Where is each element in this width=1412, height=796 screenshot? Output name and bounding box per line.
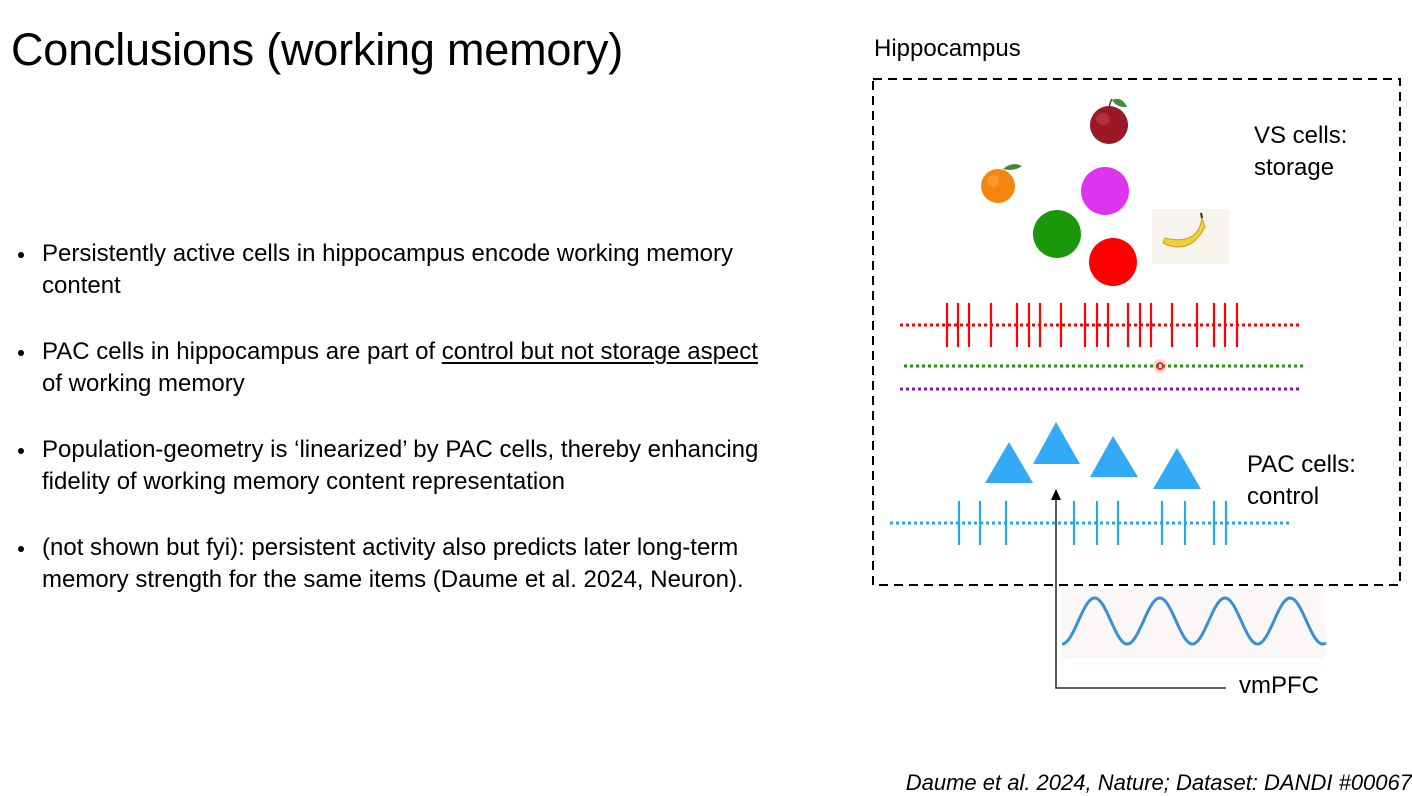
- bullet-dot: [18, 252, 24, 258]
- apple-icon: [1090, 98, 1128, 144]
- laser-pointer-icon: [1153, 359, 1167, 373]
- banana-icon: [1152, 209, 1229, 264]
- vmpfc-oscillation: [1061, 596, 1327, 646]
- bullet-dot: [18, 448, 24, 454]
- pac-cell-triangle: [985, 442, 1033, 483]
- pac-cell-triangle: [1153, 448, 1201, 489]
- oscillation-panel: [1062, 589, 1325, 659]
- pac-cell-triangle: [1033, 422, 1080, 464]
- conclusions-list: Persistently active cells in hippocampus…: [18, 238, 778, 596]
- hippocampus-label: Hippocampus: [874, 35, 1021, 62]
- vs-cell-magenta: [1081, 167, 1129, 215]
- vs-cell-red: [1089, 238, 1137, 286]
- slide-title: Conclusions (working memory): [11, 24, 624, 75]
- pac-cells-label-line2: control: [1247, 483, 1320, 510]
- orange-icon: [981, 164, 1022, 203]
- vs-cells-label: VS cells: storage: [1254, 120, 1347, 184]
- citation: Daume et al. 2024, Nature; Dataset: DAND…: [905, 770, 1412, 795]
- bullet-dot: [18, 350, 24, 356]
- bullet-item: Population-geometry is ‘linearized’ by P…: [18, 434, 778, 498]
- arrow-head-icon: [1051, 489, 1061, 500]
- vmpfc-arrow-line: [1055, 500, 1226, 689]
- vs-cell-green: [1033, 210, 1081, 258]
- bullet-text: Persistently active cells in hippocampus…: [42, 240, 733, 299]
- pac-cells-label-line1: PAC cells:: [1247, 451, 1356, 478]
- bullet-text: (not shown but fyi): persistent activity…: [42, 534, 744, 593]
- bullet-dot: [18, 546, 24, 552]
- vs-cells-label-line2: storage: [1254, 154, 1335, 181]
- pac-cell-triangle: [1090, 436, 1138, 477]
- hippocampus-box: [872, 78, 1401, 586]
- bullet-item: (not shown but fyi): persistent activity…: [18, 532, 778, 596]
- bullet-item: Persistently active cells in hippocampus…: [18, 238, 778, 302]
- vs-cells-label-line1: VS cells:: [1254, 122, 1348, 149]
- pac-cells-label: PAC cells: control: [1247, 449, 1356, 513]
- bullet-text: PAC cells in hippocampus are part of: [42, 338, 442, 365]
- bullet-text: Population-geometry is ‘linearized’ by P…: [42, 436, 759, 495]
- bullet-underlined-text: control but not storage aspect: [441, 338, 758, 365]
- bullet-item: PAC cells in hippocampus are part of con…: [18, 336, 778, 400]
- bullet-text-after: of working memory: [42, 370, 245, 397]
- vmpfc-label: vmPFC: [1239, 672, 1319, 699]
